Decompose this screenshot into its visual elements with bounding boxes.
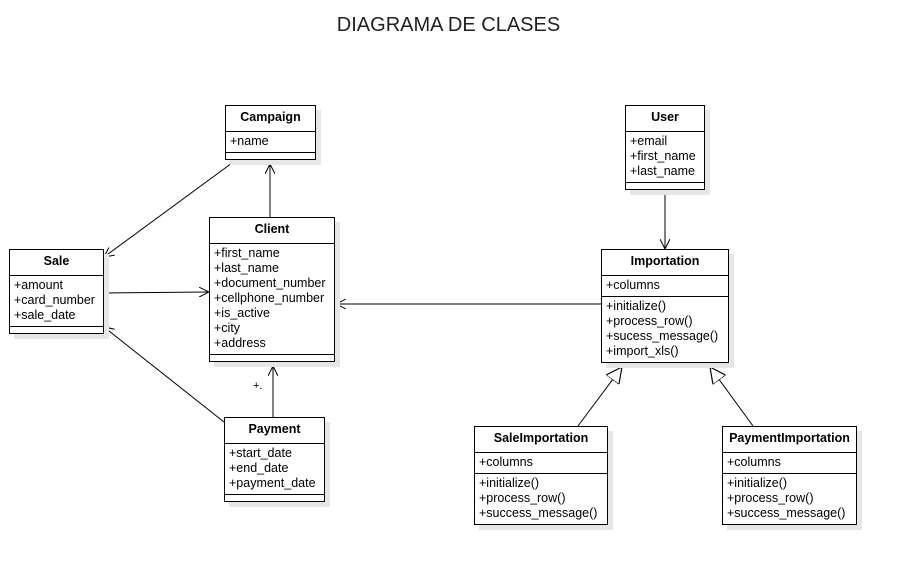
class-methods-section: +initialize()+process_row()+sucess_messa… xyxy=(602,297,728,362)
class-method: +success_message() xyxy=(479,506,598,520)
class-payment[interactable]: Payment+start_date+end_date+payment_date xyxy=(224,417,325,502)
class-campaign[interactable]: Campaign +name xyxy=(225,105,316,160)
class-sale-importation[interactable]: SaleImportation +columns +initialize()+pro… xyxy=(474,426,608,525)
diagram-title: DIAGRAMA DE CLASES xyxy=(336,14,561,36)
class-methods-section: +initialize()+process_row()+success_mess… xyxy=(723,474,856,524)
class-name: User xyxy=(626,106,704,132)
class-attribute: +end_date xyxy=(229,461,289,475)
class-methods-section xyxy=(626,183,704,189)
class-name: Sale xyxy=(10,250,103,276)
class-sale[interactable]: Sale+amount+card_number+sale_date xyxy=(9,249,104,334)
class-attribute: +first_name xyxy=(214,246,280,260)
class-client[interactable]: Client+first_name+last_name+document_num… xyxy=(209,217,335,362)
class-attribute: +card_number xyxy=(14,293,95,307)
class-method: +process_row() xyxy=(479,491,566,505)
class-attributes-section: +first_name+last_name+document_number+ce… xyxy=(210,244,334,355)
class-attribute: +payment_date xyxy=(229,476,316,490)
class-attribute: +email xyxy=(630,134,668,148)
class-name: Campaign xyxy=(226,106,315,132)
class-attributes-section: +columns xyxy=(723,453,856,474)
class-attributes-section: +start_date+end_date+payment_date xyxy=(225,444,324,495)
class-name: Importation xyxy=(602,250,728,276)
class-attribute: +is_active xyxy=(214,306,270,320)
class-name: Payment xyxy=(225,418,324,444)
class-methods-section xyxy=(225,495,324,501)
class-attributes-section: +columns xyxy=(602,276,728,297)
class-attribute: +columns xyxy=(606,278,660,292)
class-attribute: +last_name xyxy=(214,261,279,275)
class-attribute: +start_date xyxy=(229,446,292,460)
class-importation[interactable]: Importation +columns +initialize()+process… xyxy=(601,249,729,363)
class-attribute: +last_name xyxy=(630,164,695,178)
class-attribute: +name xyxy=(230,134,269,148)
class-methods-section: +initialize()+process_row()+success_mess… xyxy=(475,474,607,524)
class-attribute: +cellphone_number xyxy=(214,291,325,305)
class-attributes-section: +columns xyxy=(475,453,607,474)
class-method: +initialize() xyxy=(606,299,667,313)
class-attribute: +first_name xyxy=(630,149,696,163)
edge-payment-sale xyxy=(104,327,225,423)
class-method: +success_message() xyxy=(727,506,846,520)
class-method: +sucess_message() xyxy=(606,329,719,343)
class-method: +import_xls() xyxy=(606,344,679,358)
class-attribute: +columns xyxy=(479,455,533,469)
class-attributes-section: +email+first_name+last_name xyxy=(626,132,704,183)
edge-campaign-sale xyxy=(104,162,233,257)
class-methods-section xyxy=(10,327,103,333)
class-method: +process_row() xyxy=(606,314,693,328)
class-attributes-section: +name xyxy=(226,132,315,153)
edge-sale-client xyxy=(103,292,209,293)
edge-saleimportation-importation xyxy=(577,367,622,427)
class-attribute: +city xyxy=(214,321,241,335)
class-attribute: +sale_date xyxy=(14,308,76,322)
class-method: +initialize() xyxy=(479,476,540,490)
class-attribute: +address xyxy=(214,336,266,350)
edge-paymentimportation-importation xyxy=(710,367,754,427)
class-method: +initialize() xyxy=(727,476,788,490)
class-methods-section xyxy=(210,355,334,361)
class-payment-importation[interactable]: PaymentImportation+columns+initialize()+… xyxy=(722,426,857,525)
class-attribute: +columns xyxy=(727,455,781,469)
class-attributes-section: +amount+card_number+sale_date xyxy=(10,276,103,327)
class-user[interactable]: User+email+first_name+last_name xyxy=(625,105,705,190)
class-name: SaleImportation xyxy=(475,427,607,453)
class-method: +process_row() xyxy=(727,491,814,505)
multiplicity-label: +. xyxy=(253,380,263,392)
class-name: Client xyxy=(210,218,334,244)
class-attribute: +amount xyxy=(14,278,63,292)
class-methods-section xyxy=(226,153,315,159)
class-attribute: +document_number xyxy=(214,276,326,290)
class-name: PaymentImportation xyxy=(723,427,856,453)
